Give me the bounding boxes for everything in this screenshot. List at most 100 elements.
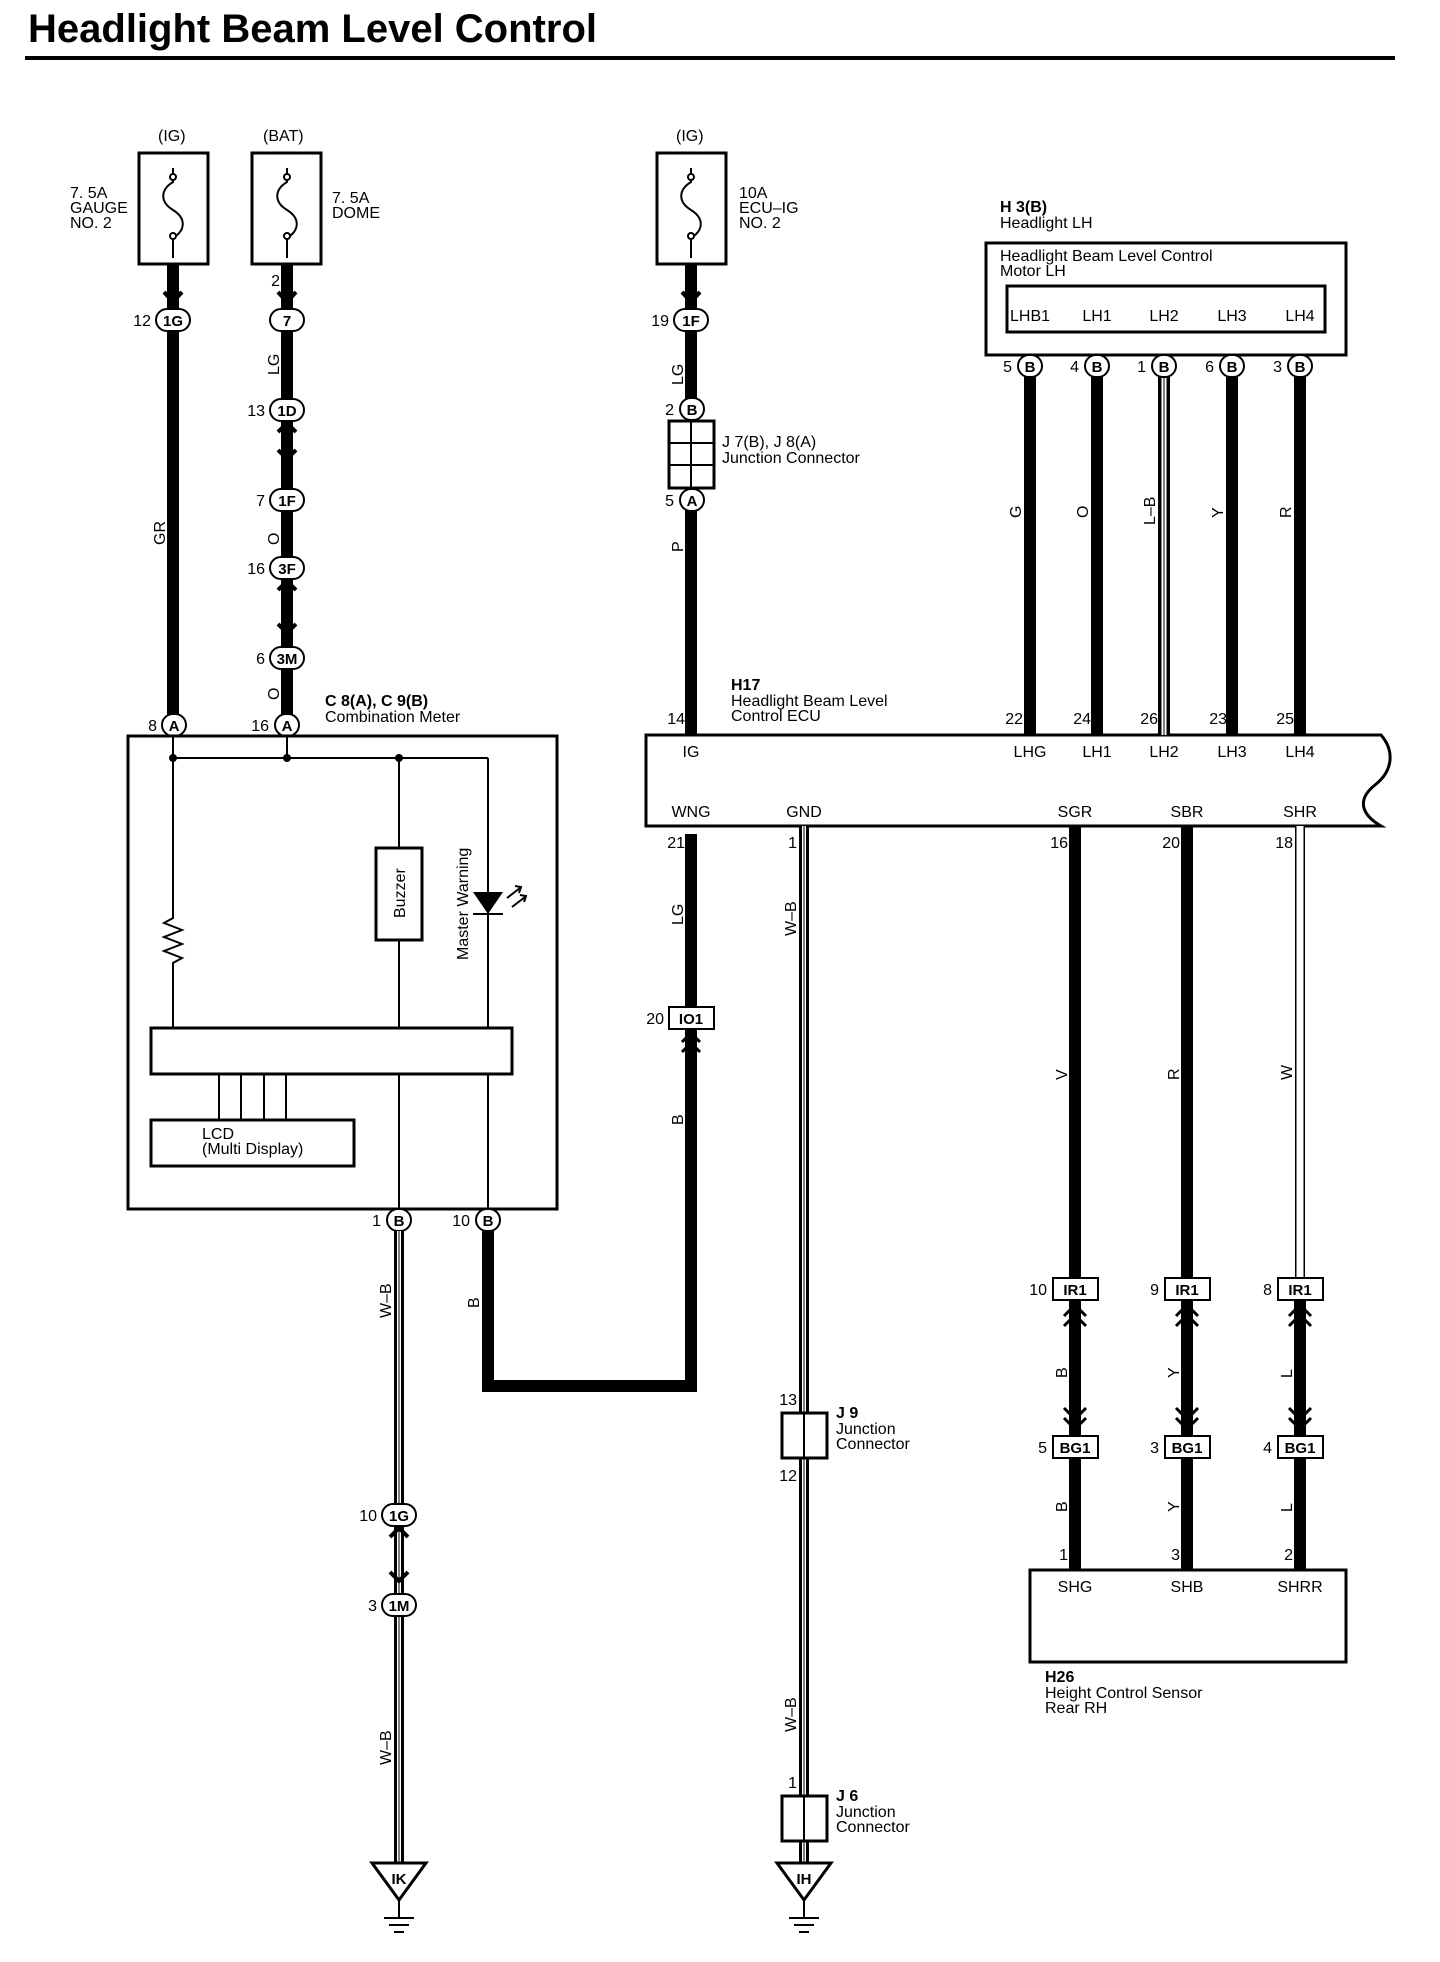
svg-text:12: 12 xyxy=(133,313,151,330)
wire-color-r: R xyxy=(1278,506,1295,518)
junction-connector-J7-J8: B 2 A 5 J 7(B), J 8(A) Junction Connecto… xyxy=(665,397,861,512)
svg-text:LHB1: LHB1 xyxy=(1010,308,1050,325)
ground-IH: IH xyxy=(774,1861,834,1933)
wire-color-v: V xyxy=(1054,1069,1071,1080)
meter-name: Combination Meter xyxy=(325,709,461,726)
wire-color-y-3: Y xyxy=(1166,1501,1183,1512)
svg-text:9: 9 xyxy=(1150,1282,1159,1299)
svg-text:16: 16 xyxy=(1050,835,1068,852)
wire-color-lg-2: LG xyxy=(670,364,687,385)
svg-text:3: 3 xyxy=(368,1598,377,1615)
headlight-connectors: B 5 B 4 B 1 B 6 B 3 xyxy=(1003,354,1313,378)
connector-1F-right: 1F 19 xyxy=(651,308,709,332)
svg-text:1F: 1F xyxy=(682,313,700,330)
svg-text:6: 6 xyxy=(1205,359,1214,376)
fuse-symbol-icon xyxy=(276,168,298,258)
svg-text:3F: 3F xyxy=(278,561,296,578)
fuse-ecu-ig-source: (IG) xyxy=(676,128,704,145)
wire-color-lg-3: LG xyxy=(670,904,687,925)
svg-text:IH: IH xyxy=(797,1871,812,1888)
resistor-icon xyxy=(161,910,185,1028)
wire-color-r-2: R xyxy=(1166,1068,1183,1080)
connector-1M: 1M 3 xyxy=(368,1593,417,1617)
ground-icon xyxy=(774,1861,834,1903)
svg-text:10: 10 xyxy=(1029,1282,1047,1299)
svg-text:Junction Connector: Junction Connector xyxy=(722,450,861,467)
svg-text:LH4: LH4 xyxy=(1285,744,1314,761)
svg-text:3: 3 xyxy=(1171,1547,1180,1564)
connector-7: 7 2 xyxy=(269,273,305,332)
svg-text:25: 25 xyxy=(1276,711,1294,728)
svg-text:B: B xyxy=(687,402,698,419)
svg-text:SHRR: SHRR xyxy=(1277,1579,1322,1596)
svg-text:A: A xyxy=(687,493,698,510)
wire-lb xyxy=(1158,377,1170,735)
svg-text:16: 16 xyxy=(251,718,269,735)
connectors-IR1: IR1 10 IR1 9 IR1 8 xyxy=(1029,1277,1324,1301)
svg-text:14: 14 xyxy=(667,711,685,728)
svg-text:SGR: SGR xyxy=(1058,804,1093,821)
svg-text:H 3(B): H 3(B) xyxy=(1000,199,1047,216)
svg-text:B: B xyxy=(483,1213,494,1230)
connector-3F: 3F 16 xyxy=(247,556,305,580)
svg-text:20: 20 xyxy=(646,1011,664,1028)
svg-text:GND: GND xyxy=(786,804,822,821)
meter-connector-B-1: B 1 xyxy=(372,1208,412,1232)
wire-color-p: P xyxy=(670,541,687,552)
svg-text:SBR: SBR xyxy=(1171,804,1204,821)
svg-text:IG: IG xyxy=(683,744,700,761)
svg-text:IO1: IO1 xyxy=(679,1011,703,1028)
wire-color-wb-3: W–B xyxy=(783,901,800,936)
svg-text:7: 7 xyxy=(283,313,291,330)
svg-text:24: 24 xyxy=(1073,711,1091,728)
svg-text:13: 13 xyxy=(779,1392,797,1409)
wire-color-gr: GR xyxy=(152,521,169,545)
svg-text:16: 16 xyxy=(247,561,265,578)
svg-text:Master Warning: Master Warning xyxy=(455,848,472,960)
connector-1F-left: 1F 7 xyxy=(256,488,305,512)
svg-text:Headlight LH: Headlight LH xyxy=(1000,215,1093,232)
svg-text:3: 3 xyxy=(1150,1440,1159,1457)
wire-color-o: O xyxy=(266,533,283,545)
led-icon xyxy=(473,892,503,914)
svg-text:5: 5 xyxy=(1038,1440,1047,1457)
combination-meter: C 8(A), C 9(B) Combination Meter A 8 A 1… xyxy=(126,693,559,1232)
svg-text:1M: 1M xyxy=(389,1598,410,1615)
svg-text:1: 1 xyxy=(788,835,797,852)
meter-id: C 8(A), C 9(B) xyxy=(325,693,428,710)
svg-text:IK: IK xyxy=(392,1871,407,1888)
svg-text:SHG: SHG xyxy=(1058,1579,1093,1596)
svg-text:8: 8 xyxy=(1263,1282,1272,1299)
wire-color-w: W xyxy=(1279,1064,1296,1080)
headlight-lh: H 3(B) Headlight LH Headlight Beam Level… xyxy=(984,199,1348,357)
svg-text:26: 26 xyxy=(1140,711,1158,728)
buzzer xyxy=(374,846,424,942)
wire-color-b-3: B xyxy=(1054,1367,1071,1378)
svg-text:B: B xyxy=(1227,359,1238,376)
svg-text:4: 4 xyxy=(1070,359,1079,376)
connector-3M: 3M 6 xyxy=(256,646,305,670)
svg-text:LH2: LH2 xyxy=(1149,308,1178,325)
fuse-gauge-source: (IG) xyxy=(158,128,186,145)
wire-color-l: L xyxy=(1279,1369,1296,1378)
svg-text:LH3: LH3 xyxy=(1217,308,1246,325)
svg-text:23: 23 xyxy=(1209,711,1227,728)
svg-text:2: 2 xyxy=(271,273,280,290)
svg-text:B: B xyxy=(1092,359,1103,376)
svg-text:10: 10 xyxy=(359,1508,377,1525)
svg-text:1: 1 xyxy=(1137,359,1146,376)
svg-text:IR1: IR1 xyxy=(1288,1282,1311,1299)
svg-text:3: 3 xyxy=(1273,359,1282,376)
lcd-multi-display xyxy=(149,1118,356,1168)
svg-text:6: 6 xyxy=(256,651,265,668)
svg-text:20: 20 xyxy=(1162,835,1180,852)
